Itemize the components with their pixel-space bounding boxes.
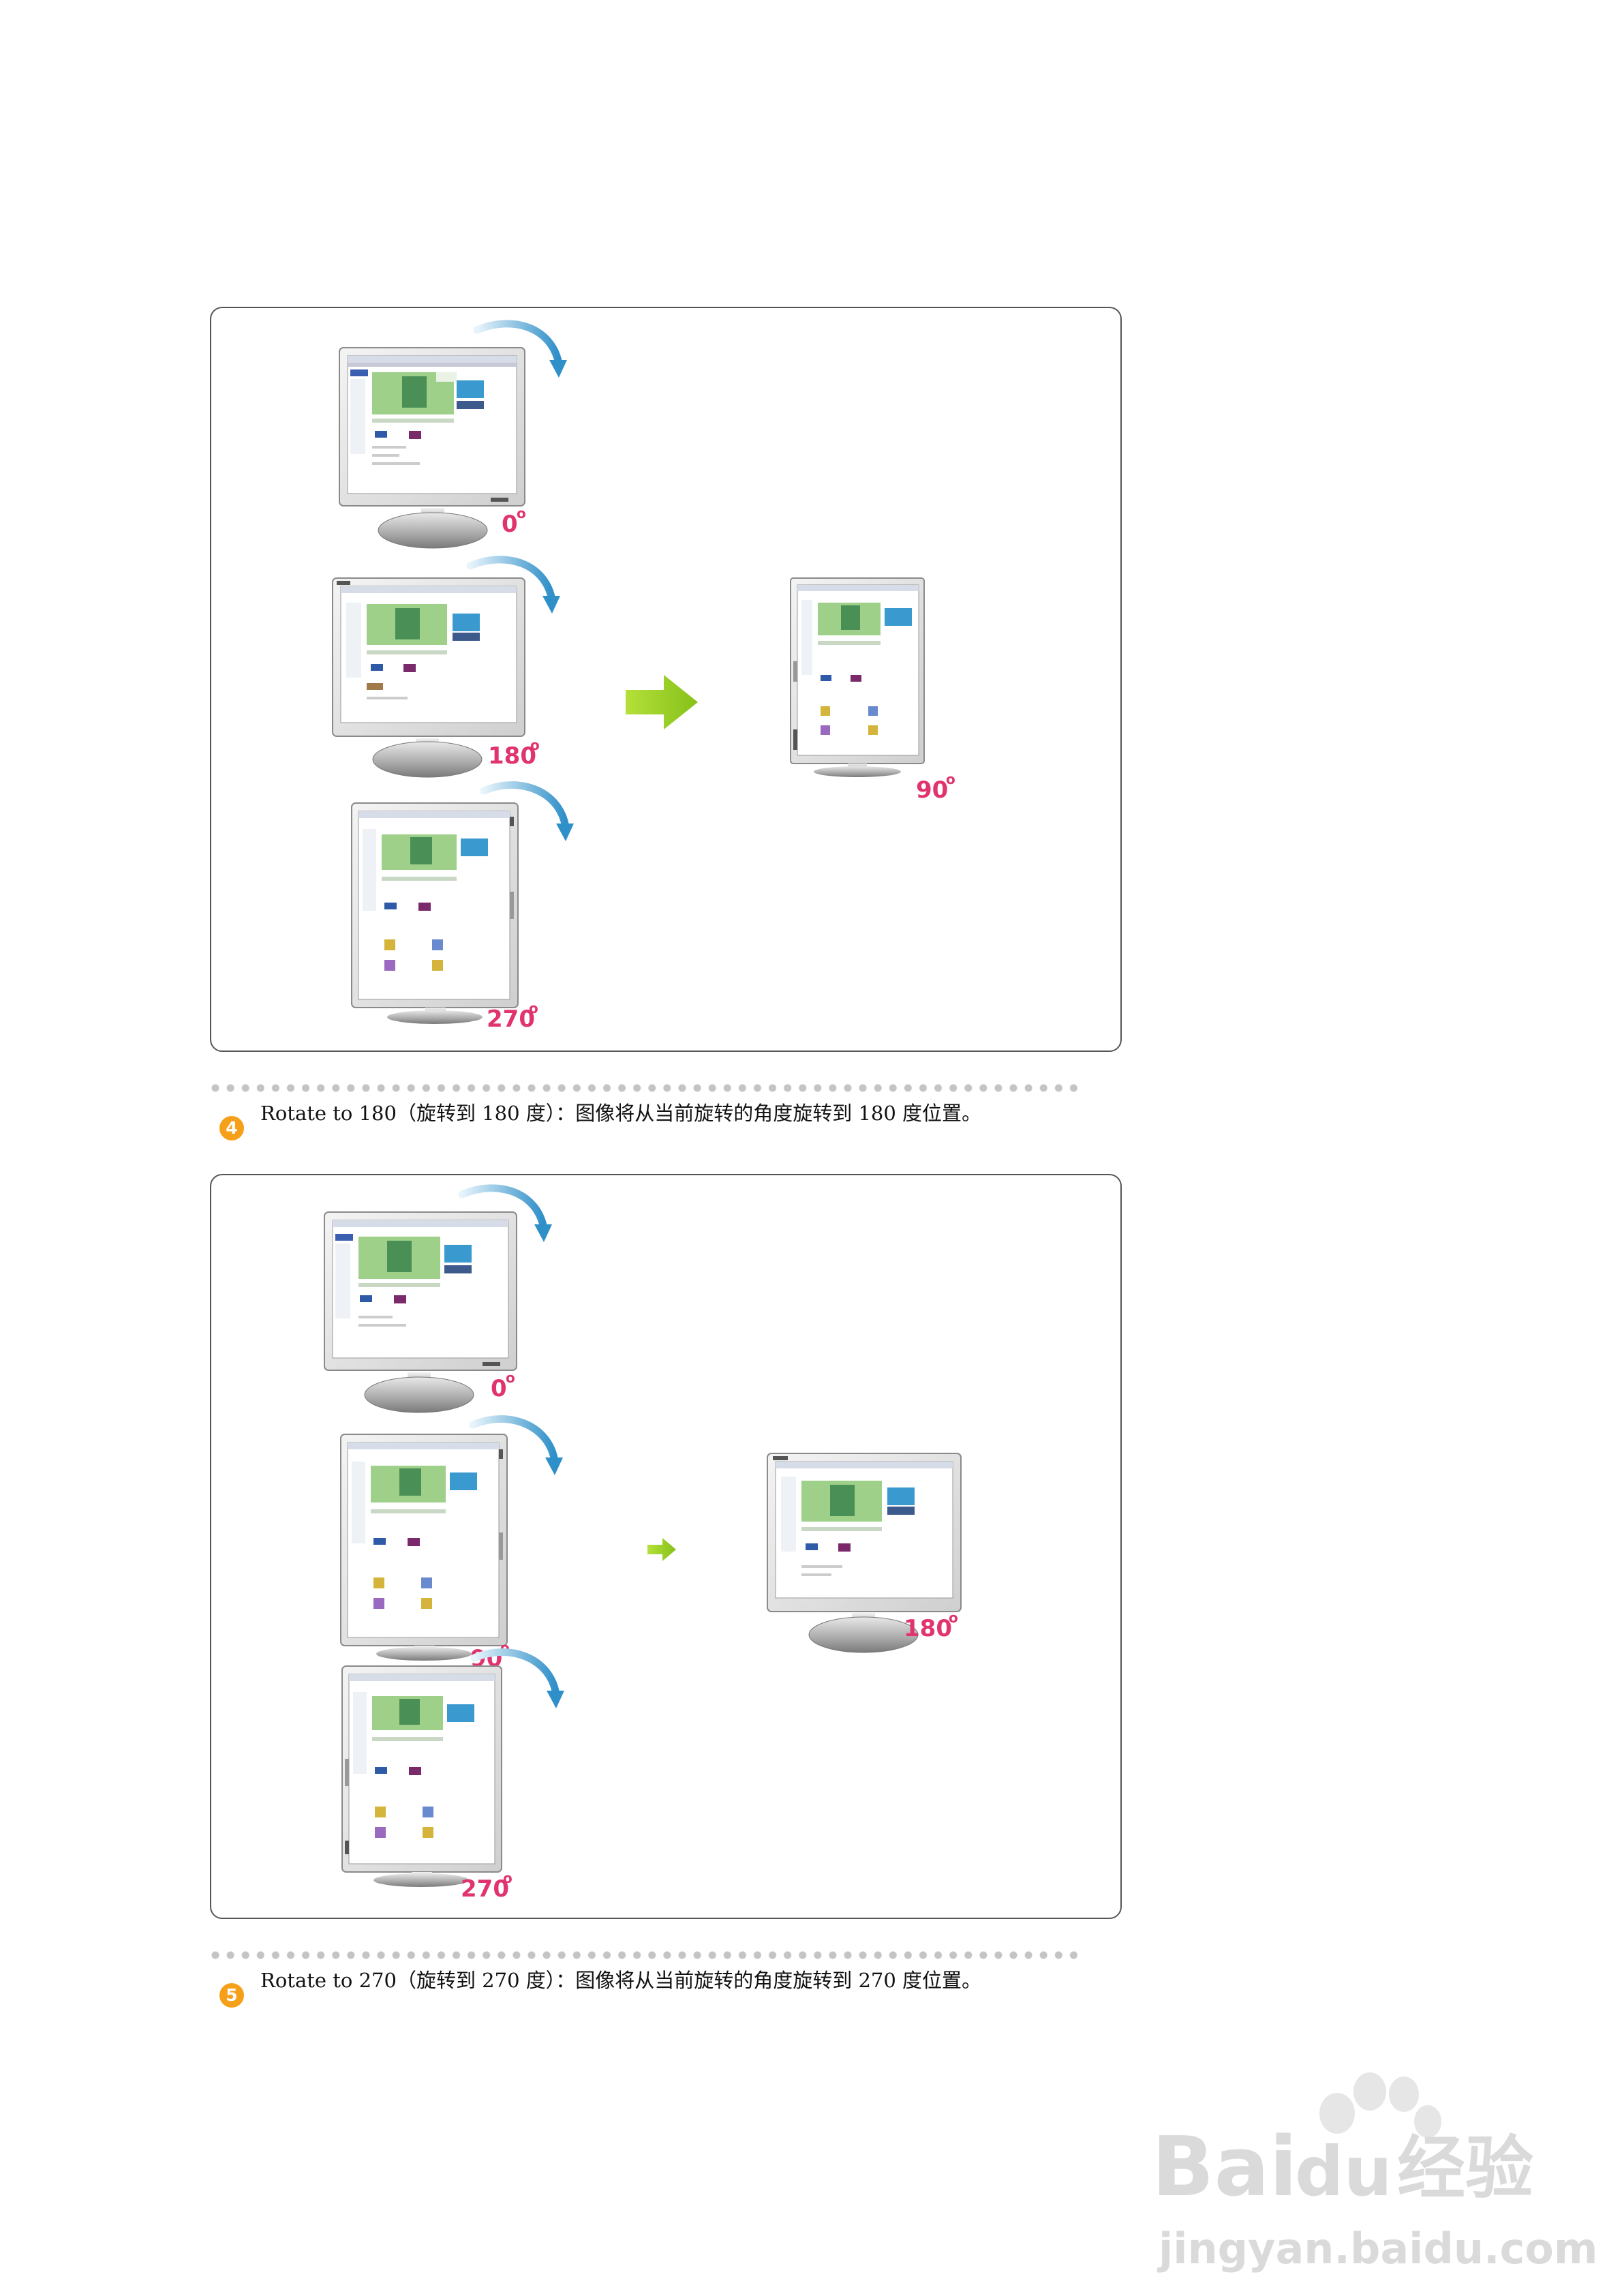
watermark-cn: 经验 <box>1397 2128 1533 2208</box>
arrow-right-icon <box>647 1538 677 1561</box>
degree-sign: o <box>506 1370 515 1386</box>
degree-sign: o <box>529 1000 538 1016</box>
rotation-label-180: 180 <box>488 742 536 770</box>
rotation-label-0: 0 <box>502 511 518 538</box>
step-number-badge: 5 <box>219 1983 244 2008</box>
rotation-label-270: 270 <box>461 1875 509 1903</box>
step-number-badge: 4 <box>219 1116 244 1141</box>
rotation-label-180: 180 <box>904 1615 952 1642</box>
watermark-url: jingyan.baidu.com <box>1157 2224 1597 2274</box>
degree-sign: o <box>946 771 955 787</box>
monitor-landscape-0: 0 o <box>319 1179 564 1425</box>
monitor-portrait-90: 90 o <box>337 1410 582 1676</box>
step-description: Rotate to 180（旋转到 180 度）：图像将从当前旋转的角度旋转到 … <box>260 1102 982 1125</box>
rotation-label-0: 0 <box>491 1375 507 1402</box>
rotation-label-270: 270 <box>487 1006 535 1033</box>
degree-sign: o <box>517 505 526 522</box>
monitor-result-180: 180 o <box>763 1445 995 1677</box>
monitor-portrait-270: 270 o <box>338 1643 583 1909</box>
degree-sign: o <box>949 1610 958 1626</box>
monitor-landscape-180: 180 o <box>327 551 572 796</box>
monitor-result-90: 90 o <box>782 573 987 818</box>
baidu-jingyan-watermark: Bai du 经验 jingyan.baidu.com <box>1152 2059 1597 2277</box>
step-description: Rotate to 270（旋转到 270 度）：图像将从当前旋转的角度旋转到 … <box>260 1969 982 1992</box>
dotted-divider <box>208 1951 1080 1959</box>
watermark-brand: Bai <box>1152 2120 1298 2215</box>
monitor-portrait-270: 270 o <box>348 776 593 1035</box>
dotted-divider <box>208 1084 1080 1092</box>
degree-sign: o <box>530 737 540 753</box>
watermark-brand-du: du <box>1295 2132 1392 2211</box>
paw-icon <box>1319 2072 1441 2138</box>
rotation-label-90: 90 <box>916 776 948 804</box>
arrow-right-icon <box>626 675 701 729</box>
monitor-landscape-0: 0 o <box>334 315 579 560</box>
degree-sign: o <box>503 1870 512 1886</box>
